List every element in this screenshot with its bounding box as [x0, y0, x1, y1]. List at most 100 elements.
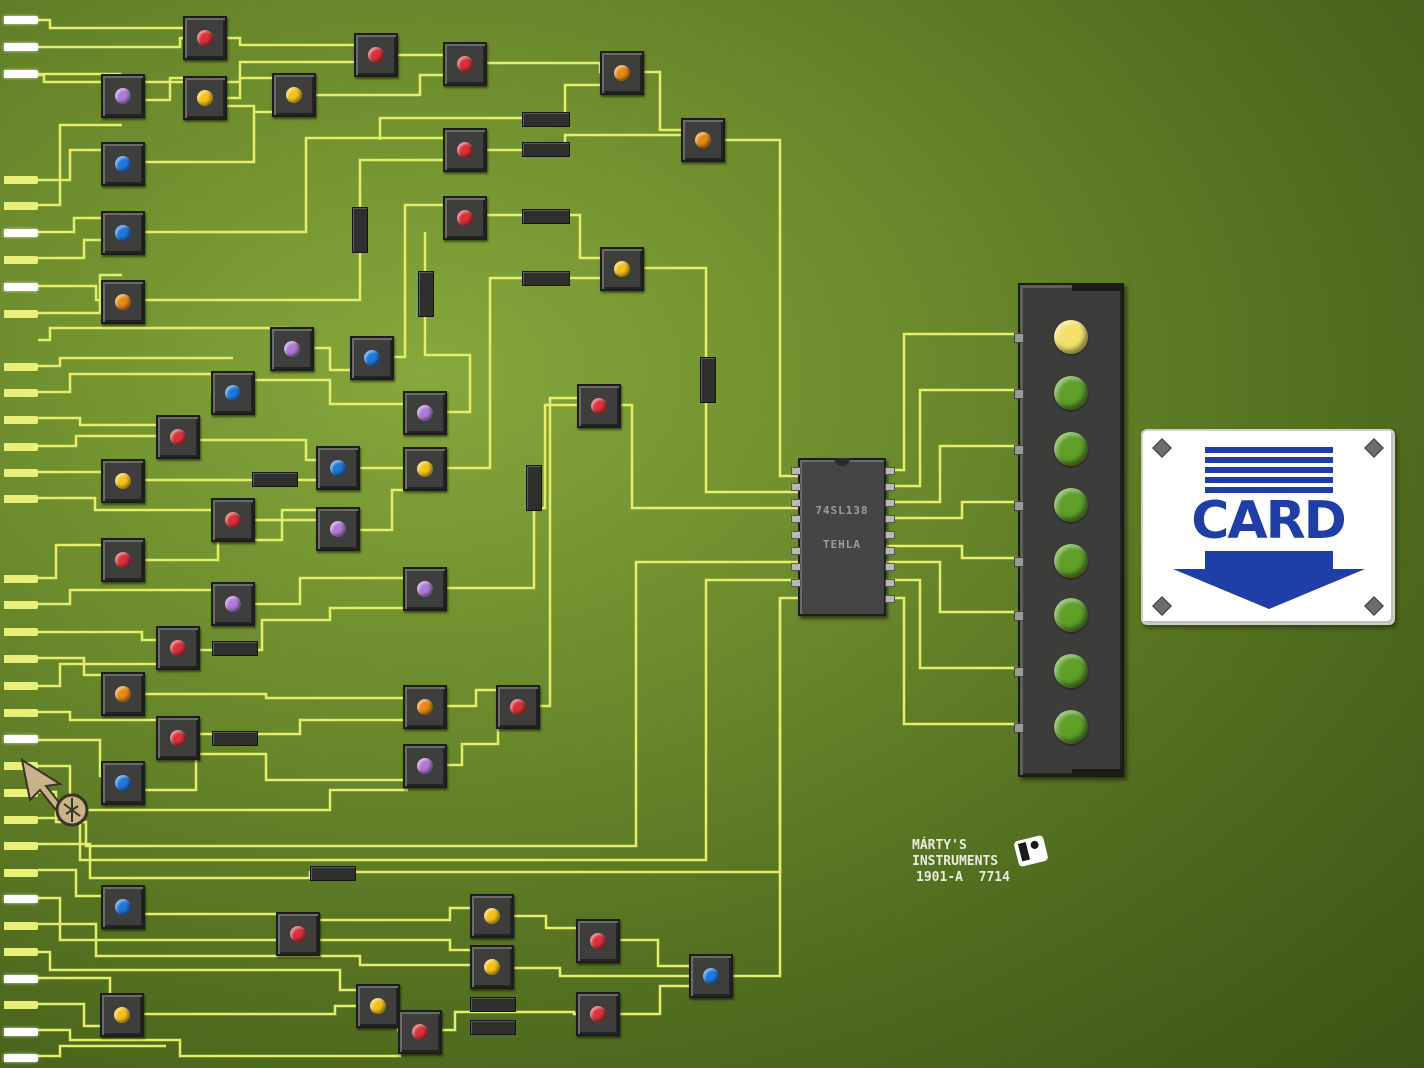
- input-pin[interactable]: [4, 762, 38, 770]
- logic-gate[interactable]: [101, 74, 145, 118]
- logic-gate[interactable]: [316, 446, 360, 490]
- logic-gate[interactable]: [600, 51, 644, 95]
- logic-gate[interactable]: [576, 992, 620, 1036]
- input-pin[interactable]: [4, 735, 38, 743]
- jumper-switch[interactable]: [470, 997, 516, 1012]
- jumper-switch[interactable]: [526, 465, 542, 511]
- input-pin[interactable]: [4, 789, 38, 797]
- logic-gate[interactable]: [350, 336, 394, 380]
- input-pin[interactable]: [4, 229, 38, 237]
- jumper-switch[interactable]: [470, 1020, 516, 1035]
- logic-gate[interactable]: [689, 954, 733, 998]
- logic-gate[interactable]: [211, 582, 255, 626]
- jumper-switch[interactable]: [352, 207, 368, 253]
- logic-gate[interactable]: [470, 894, 514, 938]
- input-pin[interactable]: [4, 256, 38, 264]
- gate-indicator-light: [284, 341, 300, 357]
- logic-gate[interactable]: [403, 447, 447, 491]
- logic-gate[interactable]: [403, 391, 447, 435]
- jumper-switch[interactable]: [310, 866, 356, 881]
- insert-card-button[interactable]: CARD: [1141, 429, 1395, 625]
- logic-gate[interactable]: [100, 993, 144, 1037]
- logic-gate[interactable]: [183, 16, 227, 60]
- input-pin[interactable]: [4, 1001, 38, 1009]
- jumper-switch[interactable]: [522, 209, 570, 224]
- input-pin[interactable]: [4, 43, 38, 51]
- logic-gate[interactable]: [101, 672, 145, 716]
- input-pin[interactable]: [4, 816, 38, 824]
- input-pin[interactable]: [4, 283, 38, 291]
- logic-gate[interactable]: [211, 498, 255, 542]
- logic-gate[interactable]: [403, 685, 447, 729]
- logic-gate[interactable]: [403, 744, 447, 788]
- logic-gate[interactable]: [470, 945, 514, 989]
- logic-gate[interactable]: [101, 761, 145, 805]
- maker-subtitle: INSTRUMENTS: [912, 854, 999, 869]
- logic-gate[interactable]: [101, 459, 145, 503]
- logic-gate[interactable]: [101, 142, 145, 186]
- input-pin[interactable]: [4, 655, 38, 663]
- logic-gate[interactable]: [316, 507, 360, 551]
- input-pin[interactable]: [4, 70, 38, 78]
- jumper-switch[interactable]: [418, 271, 434, 317]
- gate-indicator-light: [197, 30, 213, 46]
- input-pin[interactable]: [4, 443, 38, 451]
- logic-gate[interactable]: [101, 211, 145, 255]
- gate-indicator-light: [115, 899, 131, 915]
- input-pin[interactable]: [4, 575, 38, 583]
- logic-gate[interactable]: [354, 33, 398, 77]
- logic-gate[interactable]: [356, 984, 400, 1028]
- input-pin[interactable]: [4, 16, 38, 24]
- input-pin[interactable]: [4, 1054, 38, 1062]
- jumper-switch[interactable]: [522, 271, 570, 286]
- logic-gate[interactable]: [156, 415, 200, 459]
- input-pin[interactable]: [4, 948, 38, 956]
- logic-gate[interactable]: [211, 371, 255, 415]
- input-pin[interactable]: [4, 922, 38, 930]
- logic-gate[interactable]: [270, 327, 314, 371]
- input-pin[interactable]: [4, 975, 38, 983]
- input-pin[interactable]: [4, 469, 38, 477]
- logic-gate[interactable]: [576, 919, 620, 963]
- jumper-switch[interactable]: [212, 641, 258, 656]
- jumper-switch[interactable]: [212, 731, 258, 746]
- logic-gate[interactable]: [101, 280, 145, 324]
- logic-gate[interactable]: [272, 73, 316, 117]
- input-pin[interactable]: [4, 709, 38, 717]
- input-pin[interactable]: [4, 1028, 38, 1036]
- input-pin[interactable]: [4, 495, 38, 503]
- gate-indicator-light: [170, 730, 186, 746]
- logic-gate[interactable]: [496, 685, 540, 729]
- logic-gate[interactable]: [398, 1010, 442, 1054]
- logic-gate[interactable]: [156, 626, 200, 670]
- jumper-switch[interactable]: [252, 472, 298, 487]
- input-pin[interactable]: [4, 310, 38, 318]
- jumper-switch[interactable]: [700, 357, 716, 403]
- input-pin[interactable]: [4, 895, 38, 903]
- logic-gate[interactable]: [276, 912, 320, 956]
- input-pin[interactable]: [4, 416, 38, 424]
- gate-indicator-light: [364, 350, 380, 366]
- jumper-switch[interactable]: [522, 112, 570, 127]
- logic-gate[interactable]: [101, 885, 145, 929]
- logic-gate[interactable]: [600, 247, 644, 291]
- input-pin[interactable]: [4, 176, 38, 184]
- input-pin[interactable]: [4, 202, 38, 210]
- logic-gate[interactable]: [156, 716, 200, 760]
- input-pin[interactable]: [4, 842, 38, 850]
- input-pin[interactable]: [4, 682, 38, 690]
- logic-gate[interactable]: [577, 384, 621, 428]
- logic-gate[interactable]: [443, 128, 487, 172]
- logic-gate[interactable]: [681, 118, 725, 162]
- logic-gate[interactable]: [183, 76, 227, 120]
- input-pin[interactable]: [4, 389, 38, 397]
- jumper-switch[interactable]: [522, 142, 570, 157]
- logic-gate[interactable]: [443, 42, 487, 86]
- logic-gate[interactable]: [101, 538, 145, 582]
- logic-gate[interactable]: [443, 196, 487, 240]
- input-pin[interactable]: [4, 628, 38, 636]
- logic-gate[interactable]: [403, 567, 447, 611]
- input-pin[interactable]: [4, 869, 38, 877]
- input-pin[interactable]: [4, 601, 38, 609]
- input-pin[interactable]: [4, 363, 38, 371]
